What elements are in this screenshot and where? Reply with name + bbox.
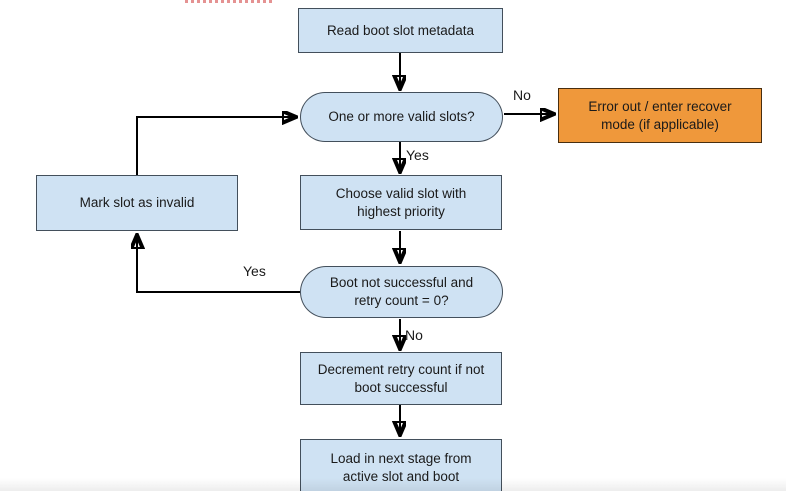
edge-label-yes-to-choose: Yes xyxy=(406,147,429,163)
edge-markinvalid-to-validslots xyxy=(136,117,295,175)
decision-one-or-more-valid-slots: One or more valid slots? xyxy=(300,92,503,142)
node-read-boot-slot-metadata: Read boot slot metadata xyxy=(298,8,503,53)
node-error-out-recover-mode: Error out / enter recover mode (if appli… xyxy=(558,88,762,143)
decision-boot-not-successful-retry-zero: Boot not successful and retry count = 0? xyxy=(300,266,503,318)
edge-bootretry-to-markinvalid xyxy=(137,236,300,293)
node-load-next-stage: Load in next stage from active slot and … xyxy=(300,439,502,491)
edge-label-yes-to-mark-invalid: Yes xyxy=(243,263,266,279)
node-mark-slot-invalid: Mark slot as invalid xyxy=(36,175,238,231)
bottom-scroll-fade xyxy=(0,478,786,491)
node-decrement-retry-count: Decrement retry count if not boot succes… xyxy=(300,352,502,405)
edge-label-no-to-error: No xyxy=(513,87,531,103)
edge-label-no-to-decrement: No xyxy=(405,327,423,343)
node-choose-valid-slot: Choose valid slot with highest priority xyxy=(300,175,502,230)
clipped-red-dashes-decoration xyxy=(185,0,274,3)
